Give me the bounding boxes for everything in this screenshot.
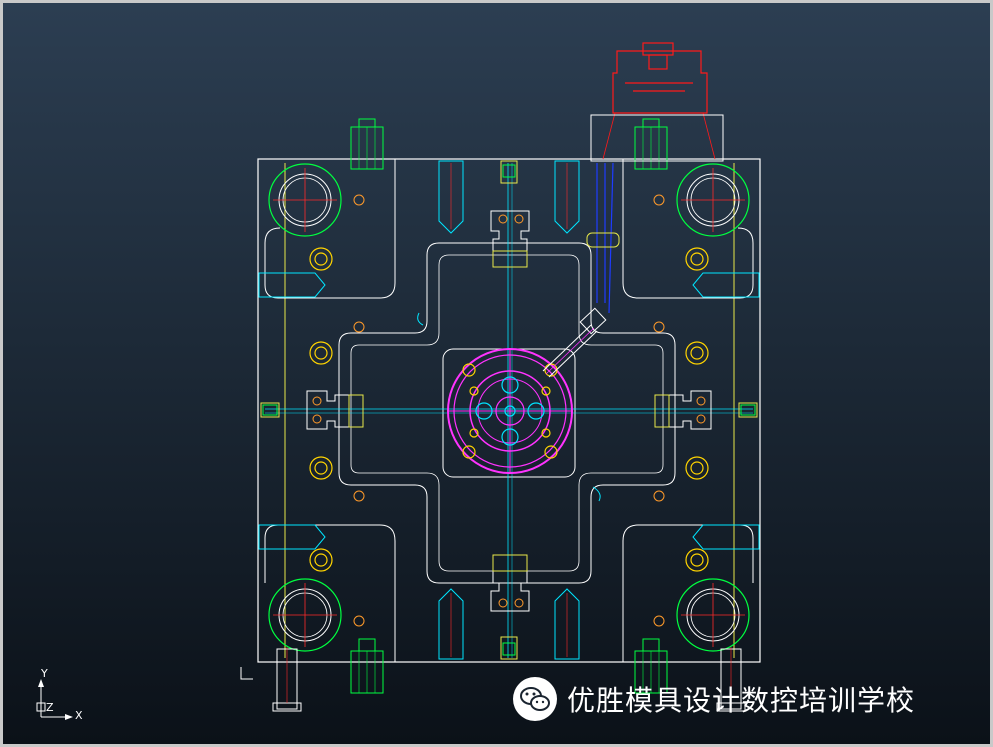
guide-pillar-tr [676, 163, 750, 237]
axis-triad-icon [36, 679, 73, 720]
x-axis-label: X [75, 709, 83, 722]
sprue-bushing [447, 348, 573, 474]
guide-pillar-bl [268, 578, 342, 652]
wechat-icon [513, 677, 557, 721]
watermark-text: 优胜模具设计数控培训学校 [567, 684, 916, 717]
y-axis-label: Y [41, 667, 48, 680]
guide-pillar-br [676, 578, 750, 652]
z-axis-label: Z [46, 701, 54, 714]
mold-drawing [240, 42, 761, 712]
hot-runner-connector [612, 42, 708, 114]
guide-pillar-tl [268, 163, 342, 237]
axis-triad: Y Z X [31, 665, 91, 725]
base-plate-outline [257, 158, 761, 663]
watermark: 优胜模具设计数控培训学校 [511, 675, 915, 723]
